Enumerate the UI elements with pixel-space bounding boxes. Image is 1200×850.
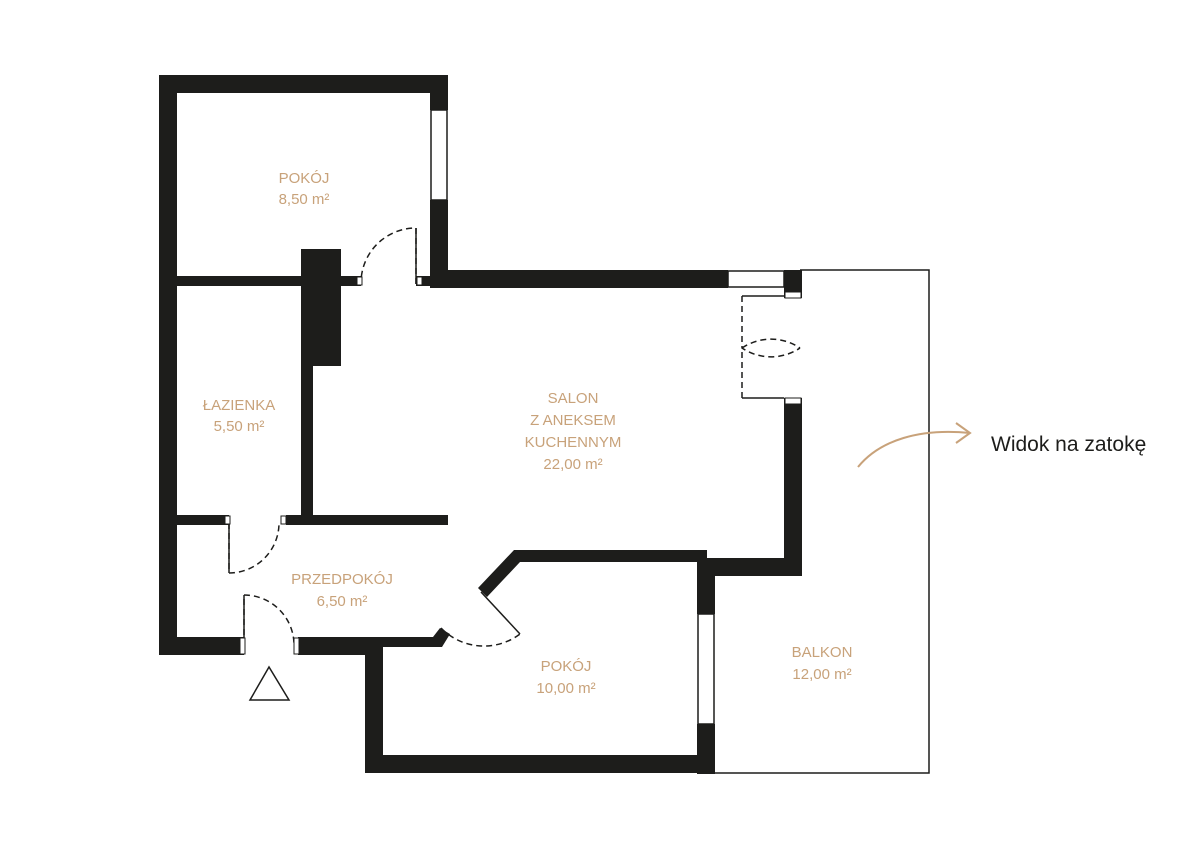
doors (228, 227, 801, 647)
curved-arrow-icon (857, 422, 972, 468)
room-name-salon-line1: SALON (548, 390, 599, 407)
room-area-salon: 22,00 m² (543, 456, 602, 473)
room-name-pokoj-top: POKÓJ (279, 170, 330, 187)
room-area-pokoj-bottom: 10,00 m² (536, 680, 595, 697)
view-label: Widok na zatokę (991, 433, 1146, 456)
room-area-lazienka: 5,50 m² (214, 418, 265, 435)
room-name-przedpokoj: PRZEDPOKÓJ (291, 571, 393, 588)
room-name-lazienka: ŁAZIENKA (203, 397, 276, 414)
windows (430, 109, 785, 725)
room-area-przedpokoj: 6,50 m² (317, 593, 368, 610)
room-name-balkon: BALKON (792, 644, 853, 661)
room-area-balkon: 12,00 m² (792, 666, 851, 683)
door-jambs (224, 276, 802, 655)
room-area-pokoj-top: 8,50 m² (279, 191, 330, 208)
walls (159, 75, 802, 774)
room-name-salon-line3: KUCHENNYM (525, 434, 622, 451)
entrance-triangle-icon (248, 665, 291, 701)
room-name-salon-line2: Z ANEKSEM (530, 412, 616, 429)
balcony-outline (715, 269, 930, 774)
room-labels: POKÓJ 8,50 m² ŁAZIENKA 5,50 m² SALON Z A… (203, 170, 853, 697)
room-name-pokoj-bottom: POKÓJ (541, 658, 592, 675)
